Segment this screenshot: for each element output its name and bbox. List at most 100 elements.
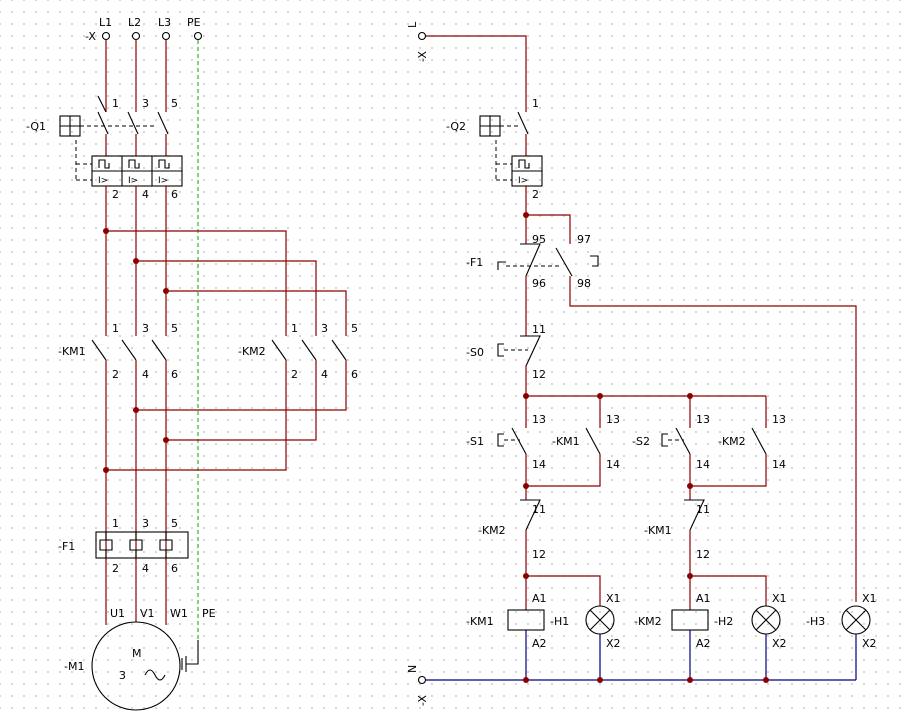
f1-power-label: -F1 <box>58 540 75 553</box>
overload-f1-aux-contacts: 95 97 -F1 96 98 <box>466 212 857 602</box>
f1-terminal-98: 98 <box>577 277 591 290</box>
motor-terminal-u1: U1 <box>110 607 125 620</box>
control-l-terminal: L -X <box>406 21 527 112</box>
s1-label: -S1 <box>466 435 484 448</box>
km2-nc-terminal-11: 11 <box>532 503 546 516</box>
h2-terminal-x2: X2 <box>772 637 787 650</box>
km2-terminal-3: 3 <box>321 322 328 335</box>
phase-label-l2: L2 <box>128 16 141 29</box>
stop-button-s0: 11 -S0 12 <box>466 323 546 412</box>
s2-terminal-13: 13 <box>696 413 710 426</box>
s2-terminal-14: 14 <box>696 458 710 471</box>
km2-terminal-1: 1 <box>291 322 298 335</box>
f1-thermal-actuator-icon <box>497 261 506 270</box>
h1-terminal-x2: X2 <box>606 637 621 650</box>
q1-terminal-1: 1 <box>112 97 119 110</box>
km2-coil-terminal-a2: A2 <box>696 637 711 650</box>
breaker-q1-label: -Q1 <box>26 120 46 133</box>
km1-terminal-5: 5 <box>171 322 178 335</box>
pushbutton-s2-icon <box>661 433 668 447</box>
start-reverse-branch: 13 13 -S2 -KM2 14 14 <box>632 412 786 500</box>
motor-terminal-pe: PE <box>202 607 216 620</box>
power-circuit: -X L1 L2 L3 PE -Q1 1 3 5 <box>26 16 358 711</box>
km1-nc-label: -KM1 <box>644 524 672 537</box>
motor-symbol: M <box>132 647 142 660</box>
motor-label: -M1 <box>64 660 84 673</box>
h1-label: -H1 <box>550 615 569 628</box>
km1-coil-icon <box>507 609 545 631</box>
q1-terminal-2: 2 <box>112 188 119 201</box>
power-terminals: -X L1 L2 L3 PE <box>85 16 203 43</box>
km2-coil-terminal-a1: A1 <box>696 592 711 605</box>
f1-terminal-4: 4 <box>142 562 149 575</box>
km2-coil-label: -KM2 <box>634 615 662 628</box>
km2-coil-icon <box>671 609 709 631</box>
motor-icon <box>91 621 181 711</box>
km2-aux-terminal-13: 13 <box>772 413 786 426</box>
km1-terminal-2: 2 <box>112 368 119 381</box>
l-terminal-label: L <box>406 21 419 28</box>
km1-aux-terminal-13: 13 <box>606 413 620 426</box>
n-terminal-id: -X <box>416 695 429 706</box>
f1-terminal-5: 5 <box>171 517 178 530</box>
s1-terminal-14: 14 <box>532 458 546 471</box>
l-terminal-id: -X <box>416 51 429 62</box>
km1-terminal-4: 4 <box>142 368 149 381</box>
km1-terminal-6: 6 <box>171 368 178 381</box>
km1-coil-label: -KM1 <box>466 615 494 628</box>
q1-terminal-5: 5 <box>171 97 178 110</box>
breaker-q1: -Q1 1 3 5 I> I> <box>26 95 183 201</box>
coils-and-lamps: A1 -KM1 -H1 A2 X1 X2 A1 -KM2 -H2 A2 X1 X… <box>466 573 877 680</box>
start-bus <box>523 393 767 412</box>
phase-label-pe: PE <box>187 16 201 29</box>
h2-terminal-x1: X1 <box>772 592 787 605</box>
f1-aux-label: -F1 <box>466 256 483 269</box>
phase-label-l1: L1 <box>99 16 112 29</box>
h3-terminal-x2: X2 <box>862 637 877 650</box>
km1-terminal-3: 3 <box>142 322 149 335</box>
f1-terminal-6: 6 <box>171 562 178 575</box>
q1-terminal-6: 6 <box>171 188 178 201</box>
km2-nc-terminal-12: 12 <box>532 548 546 561</box>
f1-terminal-2: 2 <box>112 562 119 575</box>
n-terminal-label: N <box>406 665 419 673</box>
motor-phase-count: 3 <box>119 669 126 682</box>
pushbutton-s1-icon <box>497 433 504 447</box>
control-circuit: L -X -Q2 1 I> 2 95 <box>406 21 877 706</box>
supply-wires <box>105 40 199 640</box>
motor-m1: U1 V1 W1 PE M 3 -M1 <box>64 558 216 711</box>
h2-label: -H2 <box>714 615 733 628</box>
km1-coil-terminal-a1: A1 <box>532 592 547 605</box>
s1-terminal-13: 13 <box>532 413 546 426</box>
f1-terminal-96: 96 <box>532 277 546 290</box>
motor-earth-lead <box>186 640 199 665</box>
f1-terminal-1: 1 <box>112 517 119 530</box>
ac-tilde-icon <box>144 669 166 681</box>
power-terminal-id: -X <box>85 30 96 43</box>
km1-main-label: -KM1 <box>58 345 86 358</box>
phase-label-l3: L3 <box>158 16 171 29</box>
km2-terminal-4: 4 <box>321 368 328 381</box>
q1-trip-label-2: I> <box>128 176 138 186</box>
s0-terminal-11: 11 <box>532 323 546 336</box>
f1-terminal-95: 95 <box>532 233 546 246</box>
km2-terminal-6: 6 <box>351 368 358 381</box>
km1-hold-label: -KM1 <box>552 435 580 448</box>
terminal-l2-ring <box>131 31 141 41</box>
terminal-l1-ring <box>101 31 111 41</box>
km2-main-label: -KM2 <box>238 345 266 358</box>
km1-nc-terminal-12: 12 <box>696 548 710 561</box>
f1-thermal-element-icon <box>95 531 189 559</box>
neutral-rail: N -X <box>406 665 856 706</box>
q2-terminal-1: 1 <box>532 97 539 110</box>
motor-terminal-w1: W1 <box>170 607 188 620</box>
q1-trip-label-1: I> <box>98 176 108 186</box>
km2-terminal-5: 5 <box>351 322 358 335</box>
h3-terminal-x1: X1 <box>862 592 877 605</box>
power-bus-wires <box>103 186 347 336</box>
s2-label: -S2 <box>632 435 650 448</box>
breaker-q2: -Q2 1 I> 2 <box>446 97 543 244</box>
terminal-pe-ring <box>193 31 203 41</box>
